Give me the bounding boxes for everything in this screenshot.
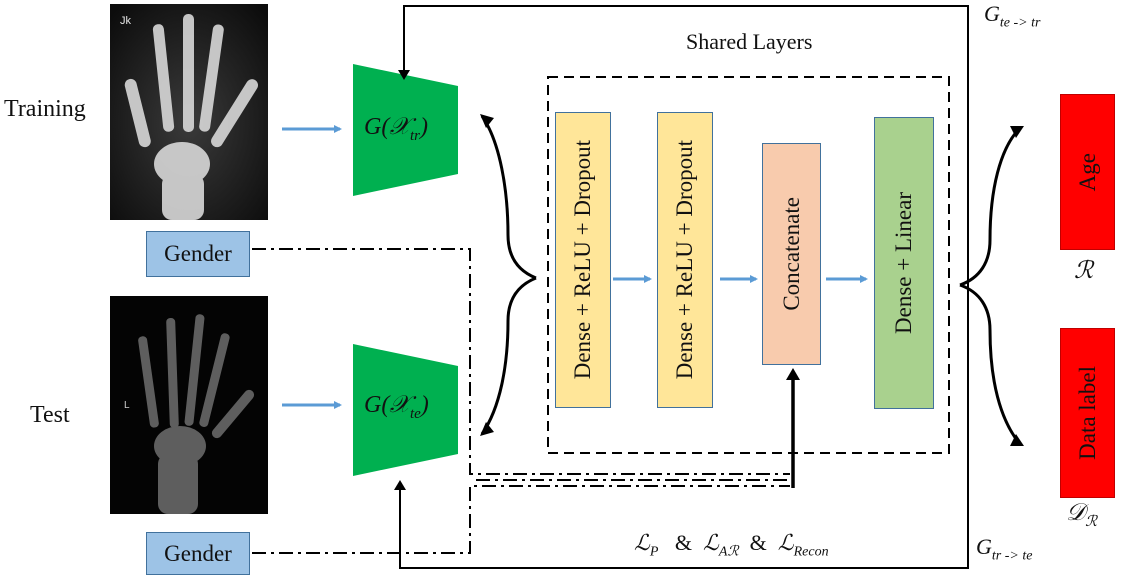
- shared-layers-title: Shared Layers: [686, 29, 813, 54]
- output-age: Age: [1060, 94, 1115, 250]
- gradient-tr-to-te-label: Gtr -> te: [976, 534, 1033, 564]
- training-xray-image: Jk: [110, 4, 268, 220]
- test-xray-image: L: [110, 296, 268, 514]
- output-brace: [959, 126, 1022, 445]
- test-xray-marker: L: [124, 400, 130, 411]
- input-brace: [480, 115, 537, 435]
- generator-train-label: G(𝒳tr): [364, 114, 428, 144]
- output-age-symbol: ℛ: [1074, 258, 1094, 284]
- output-data-label: Data label: [1060, 328, 1115, 498]
- shared-layers-box: [547, 76, 950, 454]
- test-label: Test: [30, 402, 70, 428]
- layer-dense-linear: Dense + Linear: [874, 117, 934, 409]
- output-data-label-symbol: 𝒟ℛ: [1066, 500, 1098, 530]
- generator-test-label: G(𝒳te): [364, 392, 429, 422]
- layer-dense-relu-dropout-2: Dense + ReLU + Dropout: [657, 112, 713, 408]
- training-label: Training: [4, 96, 86, 122]
- feedback-te-to-tr-line: [403, 5, 969, 287]
- gradient-te-to-tr-label: Gte -> tr: [984, 1, 1041, 31]
- loss-label: ℒP & ℒAℛ & ℒRecon: [634, 530, 829, 560]
- gender-train-dashdot: [252, 248, 790, 475]
- feedback-tr-to-te-line: [399, 287, 969, 569]
- training-xray-marker: Jk: [120, 15, 132, 27]
- gender-input-test: Gender: [146, 532, 250, 575]
- generator-test-shape: [353, 344, 458, 476]
- gender-input-training: Gender: [146, 231, 250, 277]
- layer-concatenate: Concatenate: [762, 143, 821, 365]
- gender-test-dashdot: [252, 485, 790, 554]
- generator-train-shape: [353, 64, 458, 196]
- layer-dense-relu-dropout-1: Dense + ReLU + Dropout: [555, 112, 611, 408]
